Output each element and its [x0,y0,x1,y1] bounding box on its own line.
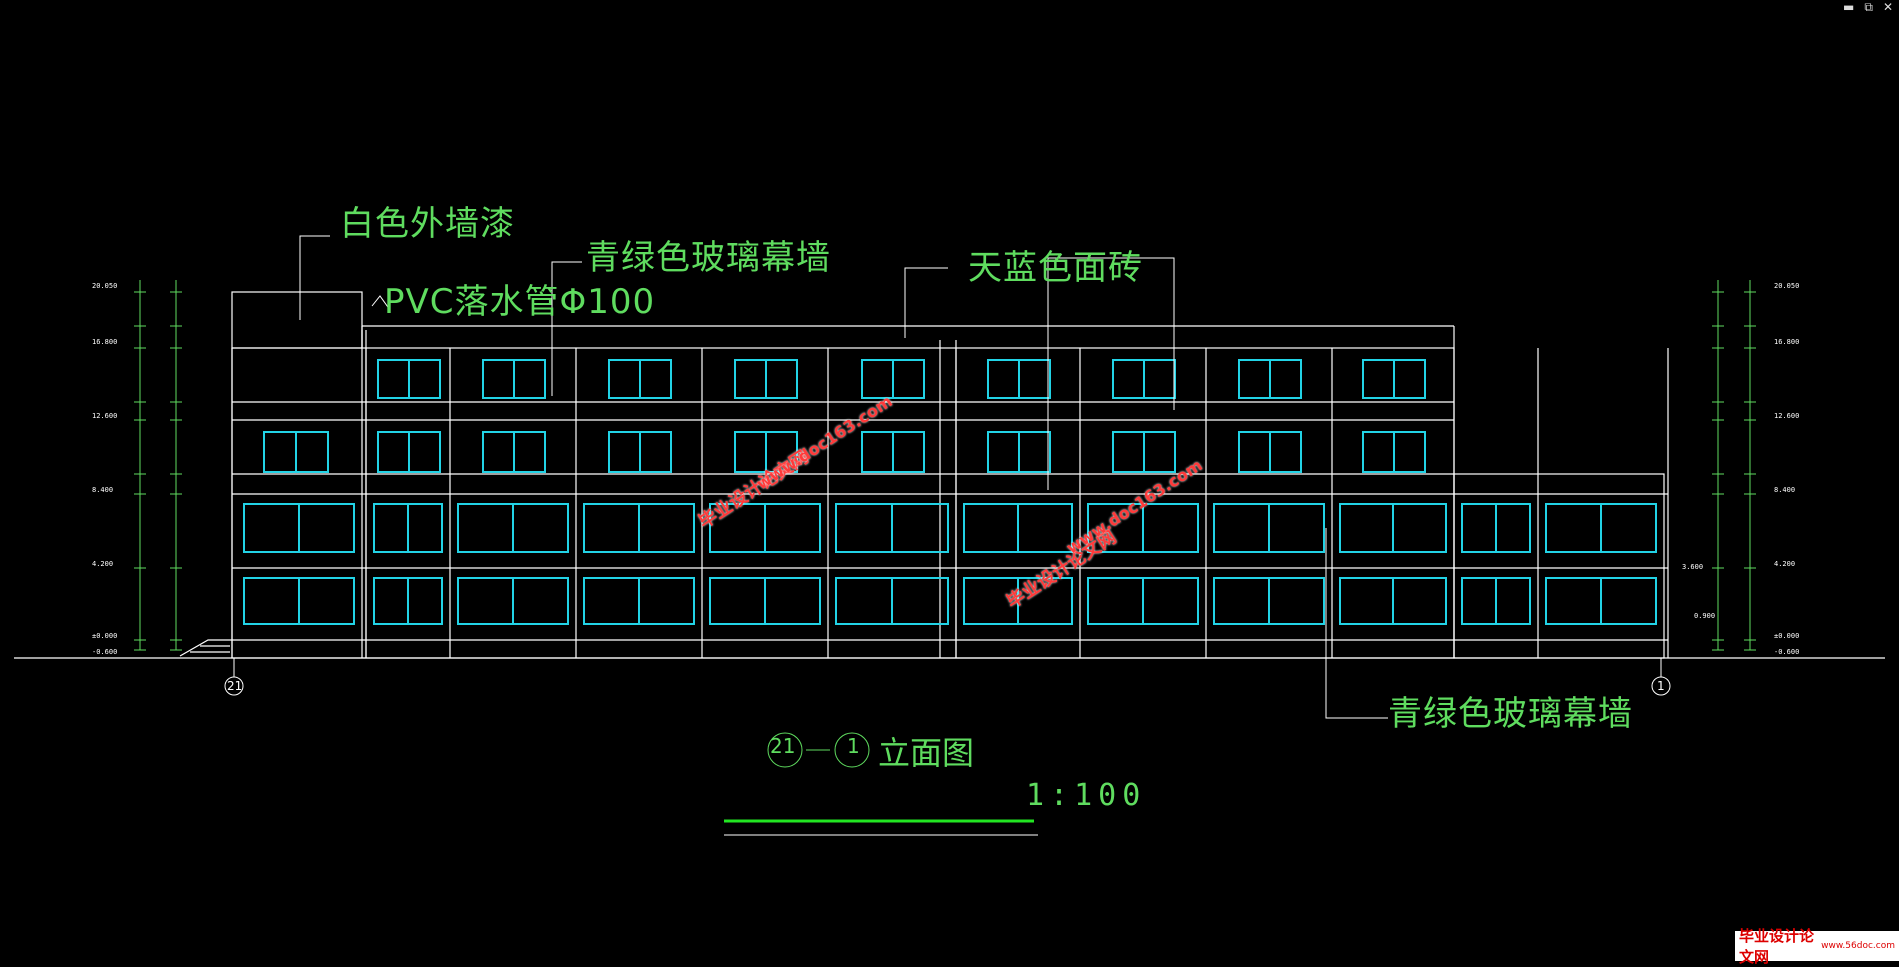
leader-tile-right [1100,257,1175,410]
level-right-4: 4.200 [1774,560,1796,568]
level-right-1: 16.800 [1774,338,1800,346]
title-axis-21: 21 [770,734,796,758]
level-right-5: ±0.000 [1774,632,1800,640]
note-white-wall-paint: 白色外墙漆 [340,204,515,244]
title-circle-1 [834,732,870,768]
leader-tile-left [904,267,948,338]
level-left-1: 16.800 [92,338,118,346]
level-left-2: 12.600 [92,412,118,420]
note-green-glass-curtain-top: 青绿色玻璃幕墙 [586,238,831,278]
window-controls: ▬ ⧉ ✕ [1843,0,1893,15]
axis-label-end: 1 [1657,679,1665,693]
level-right-2: 12.600 [1774,412,1800,420]
drawing-title: 立面图 [878,734,975,772]
level-left-0: 20.050 [92,282,118,290]
title-axis-1: 1 [847,734,860,758]
level-extra-2: 0.900 [1694,612,1716,620]
site-logo[interactable]: 毕业设计论文网 www.56doc.com [1735,927,1899,966]
low-wing [1453,473,1665,659]
stair-tower [231,291,363,349]
note-sky-blue-tile: 天蓝色面砖 [968,248,1143,288]
level-right-6: -0.600 [1774,648,1800,656]
level-left-6: -0.600 [92,648,118,656]
drawing-scale: 1:100 [1026,778,1147,813]
leader-glass-top [551,261,582,396]
minimize-icon[interactable]: ▬ [1843,0,1855,14]
logo-url: www.56doc.com [1821,941,1895,951]
close-icon[interactable]: ✕ [1882,0,1893,14]
level-right-3: 8.400 [1774,486,1796,494]
note-pvc-drain-pipe: PVC落水管Φ100 [384,282,656,322]
entry-stair [179,639,232,657]
leader-glass-bottom [1325,528,1388,719]
level-left-4: 4.200 [92,560,114,568]
restore-icon[interactable]: ⧉ [1864,0,1873,14]
leader-white-wall [299,235,330,320]
axis-label-start: 21 [227,679,243,693]
title-circle-21 [767,732,803,768]
level-right-0: 20.050 [1774,282,1800,290]
level-extra-1: 3.600 [1682,563,1704,571]
level-left-5: ±0.000 [92,632,118,640]
note-green-glass-curtain-bottom: 青绿色玻璃幕墙 [1388,694,1633,734]
level-left-3: 8.400 [92,486,114,494]
